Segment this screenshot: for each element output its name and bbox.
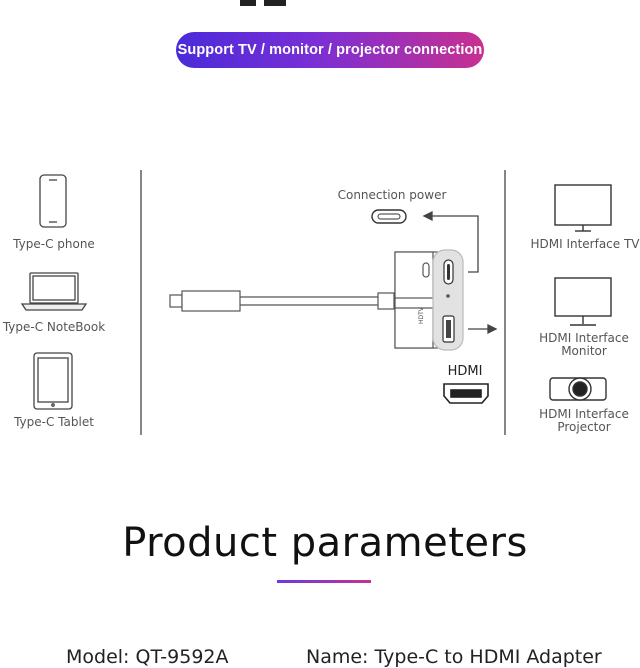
tv-icon: [554, 184, 612, 232]
left-device-label-phone: Type-C phone: [13, 237, 95, 251]
right-device-label-tv: HDMI Interface TV: [530, 237, 640, 251]
connection-power-label: Connection power: [337, 188, 447, 202]
right-device-label-monitor-line1: HDMI Interface: [539, 331, 629, 345]
laptop-icon: [20, 272, 88, 311]
hdmi-port-icon: [443, 383, 489, 404]
usb-c-cable: [169, 290, 395, 312]
diagram-svg: [20, 170, 612, 435]
connection-diagram: Type-C phone Type-C NoteBook Type-C Tabl…: [0, 160, 640, 460]
left-device-label-tablet: Type-C Tablet: [14, 415, 94, 429]
tablet-icon: [33, 352, 73, 410]
hdmi-label: HDMI: [447, 364, 483, 379]
section-title-underline: [277, 580, 371, 583]
connection-support-banner: Support TV / monitor / projector connect…: [176, 32, 484, 68]
power-arrow: [422, 210, 479, 273]
usb-c-power-port-icon: [371, 209, 407, 224]
phone-icon: [39, 174, 67, 228]
right-device-label-projector-line1: HDMI Interface: [539, 407, 629, 421]
left-device-label-notebook: Type-C NoteBook: [2, 320, 106, 334]
right-device-label-projector-line2: Projector: [557, 420, 611, 434]
cropped-heading-fragment: [238, 0, 318, 6]
adapter-body: [394, 249, 464, 351]
hdtv-label: HDTV: [418, 307, 425, 324]
right-device-label-monitor-line2: Monitor: [561, 344, 607, 358]
section-title: Product parameters: [122, 520, 528, 566]
param-name: Name: Type-C to HDMI Adapter: [306, 646, 602, 668]
hdmi-out-arrow: [468, 323, 498, 335]
param-model: Model: QT-9592A: [66, 646, 229, 668]
monitor-icon: [554, 277, 612, 326]
projector-icon: [549, 377, 607, 401]
